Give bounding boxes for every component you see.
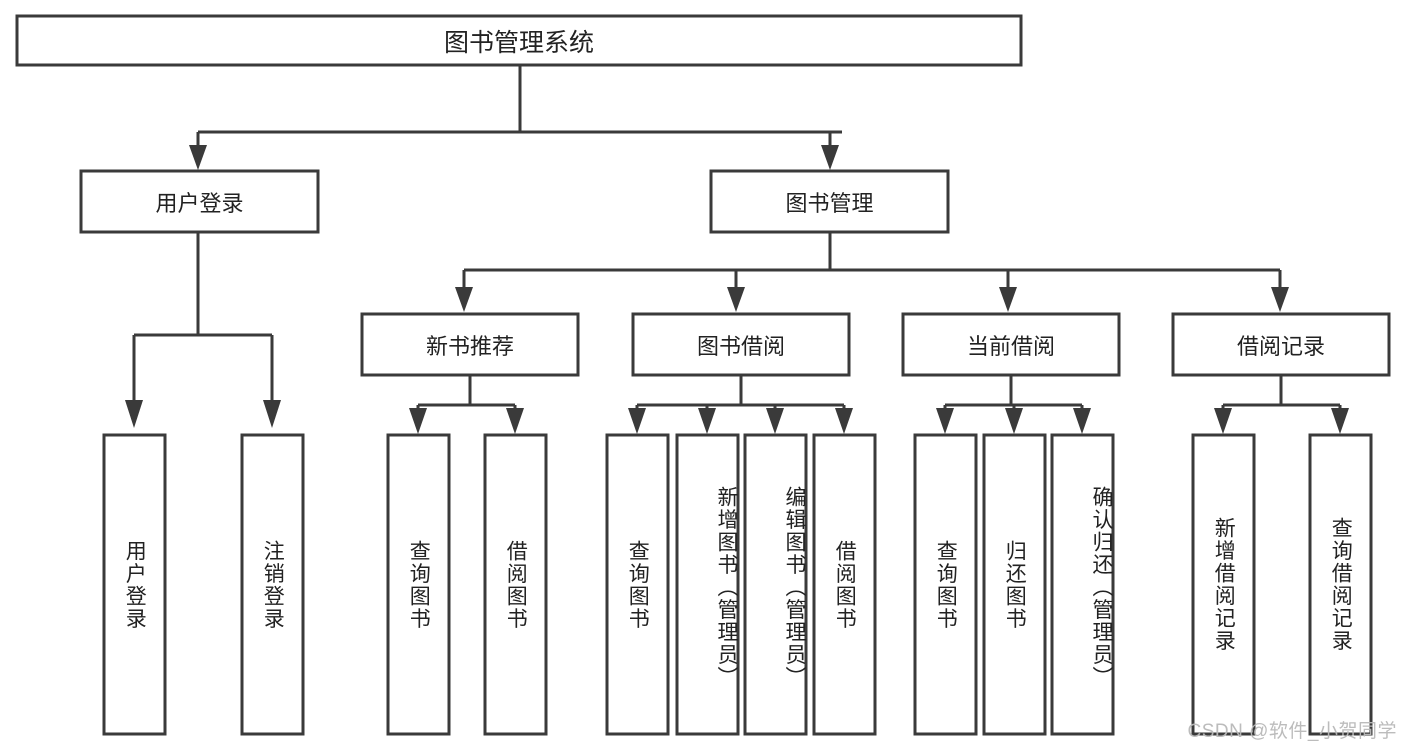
arrowhead-icon [727,287,745,312]
arrowhead-icon [999,287,1017,312]
connector-current-borrow-to-leaves [936,375,1091,434]
arrowhead-icon [455,287,473,312]
node-box-leaf-query-book-1[interactable] [386,433,451,736]
node-box-leaf-query-book-2[interactable] [605,433,670,736]
connector-new-book-recommend-to-leaves [409,375,524,434]
arrowhead-icon [936,408,954,434]
node-box-new-book-recommend[interactable] [360,312,580,377]
node-box-leaf-borrow-book-2[interactable] [812,433,877,736]
node-box-borrow-record[interactable] [1171,312,1391,377]
connector-user-login-to-leaves [125,232,281,428]
node-box-leaf-confirm-return[interactable] [1050,433,1115,736]
node-box-leaf-edit-book[interactable] [743,433,808,736]
connector-root-to-level1 [189,65,842,170]
arrowhead-icon [189,145,207,170]
node-box-leaf-return-book[interactable] [982,433,1047,736]
node-box-leaf-logout-login[interactable] [240,433,305,736]
arrowhead-icon [1005,408,1023,434]
node-box-leaf-borrow-book-1[interactable] [483,433,548,736]
arrowhead-icon [125,400,143,428]
node-box-leaf-add-record[interactable] [1191,433,1256,736]
arrowhead-icon [409,408,427,434]
node-box-user-login[interactable] [79,169,320,234]
arrowhead-icon [263,400,281,428]
connector-book-management-to-level2 [455,232,1289,312]
connector-borrow-record-to-leaves [1214,375,1349,434]
arrowhead-icon [698,408,716,434]
node-box-leaf-add-book[interactable] [675,433,740,736]
node-box-book-borrow[interactable] [631,312,851,377]
arrowhead-icon [766,408,784,434]
node-box-root[interactable] [15,14,1023,67]
connector-book-borrow-to-leaves [628,375,853,434]
watermark-text: CSDN @软件_小贺同学 [1187,721,1397,742]
arrowhead-icon [1073,408,1091,434]
arrowhead-icon [628,408,646,434]
arrowhead-icon [821,145,839,170]
arrowhead-icon [506,408,524,434]
node-box-book-management[interactable] [709,169,950,234]
arrowhead-icon [1331,408,1349,434]
arrowhead-icon [1271,287,1289,312]
arrowhead-icon [1214,408,1232,434]
arrowhead-icon [835,408,853,434]
node-box-leaf-query-book-3[interactable] [913,433,978,736]
node-box-current-borrow[interactable] [901,312,1121,377]
node-box-leaf-query-record[interactable] [1308,433,1373,736]
node-box-leaf-user-login[interactable] [102,433,167,736]
